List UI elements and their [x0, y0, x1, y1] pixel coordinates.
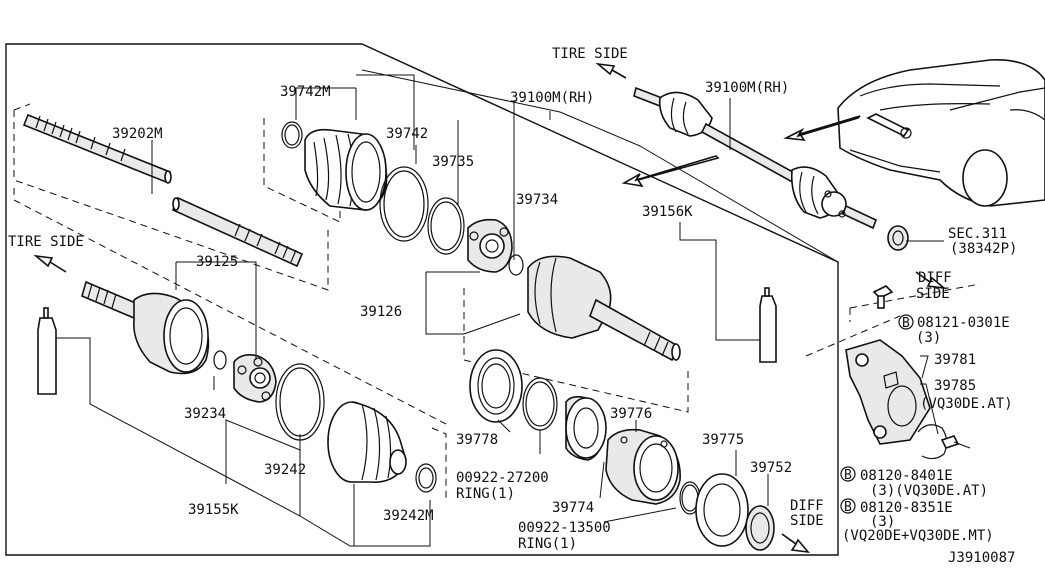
arrow-toward-car	[783, 115, 861, 141]
inner-race-ball	[233, 354, 277, 403]
shaft-group-outline	[13, 110, 329, 291]
diagram-code: J3910087	[948, 550, 1015, 566]
label-39735: 39735	[432, 154, 474, 170]
label-diff-side-bottom-1: DIFF	[790, 498, 824, 514]
leader-lines	[56, 69, 944, 547]
bolt-mark-2: B	[844, 468, 852, 483]
label-bolt1-qty: (3)	[916, 330, 941, 346]
label-diff-side-right-2: SIDE	[916, 286, 950, 302]
bolt-mark-1: B	[902, 316, 910, 331]
label-ring1-number: 00922-27200	[456, 470, 549, 486]
label-39234: 39234	[184, 406, 226, 422]
seal-39752	[745, 505, 775, 551]
label-diff-side-right-1: DIFF	[918, 270, 952, 286]
label-39242: 39242	[264, 462, 306, 478]
label-tire-side-left: TIRE SIDE	[8, 234, 84, 250]
dash-line	[13, 103, 31, 111]
label-39202m: 39202M	[112, 126, 163, 142]
spider-assembly-39734	[467, 218, 513, 273]
bolt-08121-0301e	[872, 285, 894, 309]
arrow-diff-side-right	[915, 271, 947, 290]
label-39155k: 39155K	[188, 502, 239, 518]
label-ring2-text: RING(1)	[518, 536, 577, 552]
boot-lower	[327, 401, 407, 483]
label-39242m: 39242M	[383, 508, 434, 524]
bolt-callout-2: B 08120-8401E (3)(VQ30DE.AT)	[840, 466, 988, 499]
label-bolt1-number: 08121-0301E	[917, 315, 1010, 331]
housing-39126	[527, 255, 681, 362]
ring-00922-27200	[522, 377, 558, 431]
outer-joint-39125	[81, 280, 210, 375]
vehicle-front	[837, 59, 1045, 207]
label-39100m-rh-top: 39100M(RH)	[510, 90, 594, 106]
label-bolt3-qty: (3)	[870, 514, 895, 530]
label-ring1-text: RING(1)	[456, 486, 515, 502]
bolt-callout-3: B 08120-8351E (3) (VQ20DE+VQ30DE.MT)	[840, 498, 994, 544]
label-39776: 39776	[610, 406, 652, 422]
labels: 39202M 39742M 39742 39735 39734 39100M(R…	[8, 46, 1017, 566]
retainer-39776	[605, 428, 681, 505]
label-39125: 39125	[196, 254, 238, 270]
bracket-group-outline	[805, 283, 981, 357]
plate-39775	[695, 473, 749, 547]
arrow-diff-side-bottom	[781, 533, 810, 554]
connector-plug	[866, 113, 912, 139]
band-clamp-39742m	[281, 121, 303, 149]
label-39742m: 39742M	[280, 84, 331, 100]
band-39242	[275, 363, 325, 441]
diagram-frame	[5, 43, 839, 556]
grease-tube-left	[37, 307, 57, 395]
lower-group-outline-2	[13, 188, 447, 425]
intermediate-shaft-upper	[22, 113, 172, 184]
label-diff-side-bottom-2: SIDE	[790, 513, 824, 529]
band-clamp-39242m	[415, 463, 437, 493]
label-39785: 39785	[934, 378, 976, 394]
snap-ring-39735	[427, 197, 465, 255]
bearing-39774	[565, 395, 607, 461]
bolt-08120-8401e	[940, 435, 971, 449]
label-sec311: SEC.311	[948, 226, 1007, 242]
label-39778: 39778	[456, 432, 498, 448]
label-bolt2-number: 08120-8401E	[860, 468, 953, 484]
arrow-tire-side-left	[33, 254, 67, 273]
label-39774: 39774	[552, 500, 594, 516]
lower-group-outline	[431, 427, 447, 498]
label-39785-note: (VQ30DE.AT)	[920, 396, 1013, 412]
arrow-tire-side-top	[595, 62, 627, 79]
snap-ring-39234	[213, 350, 227, 370]
arrow-toward-center	[621, 155, 720, 188]
driveshaft-assembly-rh	[633, 86, 878, 230]
label-39100m-rh-car: 39100M(RH)	[705, 80, 789, 96]
boot-upper	[304, 128, 388, 211]
label-bolt3-number: 08120-8351E	[860, 500, 953, 516]
label-39156k: 39156K	[642, 204, 693, 220]
label-sec311-sub: (38342P)	[950, 241, 1017, 257]
label-39752: 39752	[750, 460, 792, 476]
housing-group-outline	[463, 288, 689, 413]
bolt-callout-1: B 08121-0301E (3)	[898, 314, 1010, 346]
intermediate-shaft-lower	[171, 196, 304, 268]
grease-tube-right	[759, 287, 777, 363]
label-bolt2-qty: (3)(VQ30DE.AT)	[870, 483, 988, 499]
label-39775: 39775	[702, 432, 744, 448]
bracket-39781	[845, 339, 931, 445]
label-bolt3-note: (VQ20DE+VQ30DE.MT)	[842, 528, 994, 544]
label-39734: 39734	[516, 192, 558, 208]
label-39742: 39742	[386, 126, 428, 142]
bolt-mark-3: B	[844, 500, 852, 515]
label-39781: 39781	[934, 352, 976, 368]
label-ring2-number: 00922-13500	[518, 520, 611, 536]
band-39742	[379, 166, 429, 242]
seal-39778	[469, 349, 523, 423]
snap-ring-small	[508, 254, 524, 276]
label-39126: 39126	[360, 304, 402, 320]
label-tire-side-top: TIRE SIDE	[552, 46, 628, 62]
oil-seal-38342p	[887, 225, 909, 251]
